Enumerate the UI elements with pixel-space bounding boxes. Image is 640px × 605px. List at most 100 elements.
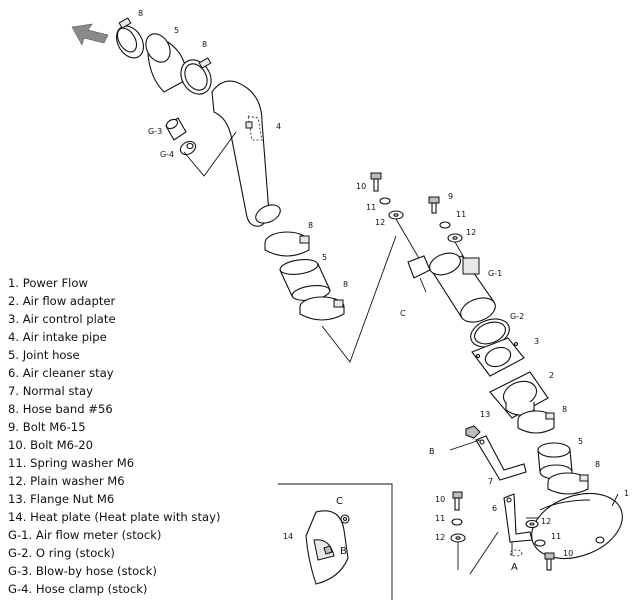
legend-text: Power Flow xyxy=(22,276,88,290)
plain-washer-top-2 xyxy=(447,233,463,243)
legend-item: 6. Air cleaner stay xyxy=(8,364,268,382)
legend-item: G-1. Air flow meter (stock) xyxy=(8,526,268,544)
normal-stay xyxy=(475,435,527,481)
legend-item: 13. Flange Nut M6 xyxy=(8,490,268,508)
callout-c-inset: C xyxy=(336,496,343,507)
legend-text: Heat plate (Heat plate with stay) xyxy=(30,510,221,524)
plain-washer-lower xyxy=(450,533,466,543)
air-flow-adapter xyxy=(489,371,549,419)
legend-number: 5. xyxy=(8,348,20,362)
legend-number: G-2. xyxy=(8,546,33,560)
callout-g3: G-3 xyxy=(148,127,162,136)
legend-number: 3. xyxy=(8,312,20,326)
bolt-m6-20-lower xyxy=(452,491,463,511)
callout-8: 8 xyxy=(562,405,567,414)
spring-washer-lower xyxy=(451,518,463,526)
legend-item: 7. Normal stay xyxy=(8,382,268,400)
legend-text: Bolt M6-15 xyxy=(22,420,86,434)
callout-g1: G-1 xyxy=(488,269,502,278)
joint-hose-top xyxy=(145,33,187,93)
callout-10: 10 xyxy=(563,549,573,558)
callout-11: 11 xyxy=(551,532,561,541)
callout-10: 10 xyxy=(435,495,445,504)
legend-item: 12. Plain washer M6 xyxy=(8,472,268,490)
hose-band-mid-1 xyxy=(264,231,310,257)
legend-item: 4. Air intake pipe xyxy=(8,328,268,346)
legend-item: 3. Air control plate xyxy=(8,310,268,328)
hose-band-mid-2 xyxy=(299,296,345,321)
legend-text: Hose clamp (stock) xyxy=(35,582,148,596)
o-ring-g2 xyxy=(470,318,510,348)
air-flow-meter-g1 xyxy=(407,252,496,323)
bolt-m6-15 xyxy=(428,196,440,214)
legend-text: O ring (stock) xyxy=(35,546,115,560)
plain-washer-right xyxy=(525,519,539,529)
legend-number: 7. xyxy=(8,384,20,398)
legend-text: Normal stay xyxy=(22,384,93,398)
callout-6: 6 xyxy=(492,504,497,513)
power-flow-filter xyxy=(531,492,623,560)
legend-item: 2. Air flow adapter xyxy=(8,292,268,310)
callout-10: 10 xyxy=(356,182,366,191)
legend-text: Air cleaner stay xyxy=(22,366,114,380)
legend-text: Air flow adapter xyxy=(22,294,116,308)
callout-c: C xyxy=(400,309,406,318)
callout-11: 11 xyxy=(456,210,466,219)
parts-legend: 1. Power Flow 2. Air flow adapter 3. Air… xyxy=(8,274,268,598)
legend-number: 8. xyxy=(8,402,20,416)
spring-washer-top-1 xyxy=(379,197,391,205)
callout-g4: G-4 xyxy=(160,150,174,159)
flange-nut xyxy=(465,425,481,439)
legend-text: Flange Nut M6 xyxy=(30,492,115,506)
legend-number: 12. xyxy=(8,474,27,488)
joint-hose-mid xyxy=(279,259,331,301)
legend-number: 10. xyxy=(8,438,27,452)
legend-item: 5. Joint hose xyxy=(8,346,268,364)
legend-number: 11. xyxy=(8,456,27,470)
spring-washer-top-2 xyxy=(439,221,451,229)
callout-11: 11 xyxy=(435,514,445,523)
callout-g2: G-2 xyxy=(510,312,524,321)
legend-item: 11. Spring washer M6 xyxy=(8,454,268,472)
airflow-arrow-icon xyxy=(71,23,109,46)
legend-text: Air control plate xyxy=(22,312,116,326)
legend-number: 9. xyxy=(8,420,20,434)
bolt-m6-20-right xyxy=(544,552,555,571)
plain-washer-top-1 xyxy=(388,210,404,220)
callout-b-inset: B xyxy=(340,546,347,557)
legend-item: 9. Bolt M6-15 xyxy=(8,418,268,436)
legend-text: Plain washer M6 xyxy=(30,474,125,488)
legend-number: 6. xyxy=(8,366,20,380)
callout-11: 11 xyxy=(366,203,376,212)
air-intake-pipe xyxy=(211,80,281,227)
callout-a: A xyxy=(511,562,518,573)
hose-band-top-2 xyxy=(180,57,212,95)
legend-number: 14. xyxy=(8,510,27,524)
callout-9: 9 xyxy=(448,192,453,201)
callout-5: 5 xyxy=(322,253,327,262)
air-cleaner-stay xyxy=(503,493,533,543)
legend-text: Bolt M6-20 xyxy=(30,438,93,452)
legend-number: 4. xyxy=(8,330,20,344)
washer-a xyxy=(509,549,523,557)
legend-item: G-3. Blow-by hose (stock) xyxy=(8,562,268,580)
callout-12: 12 xyxy=(435,533,445,542)
legend-text: Hose band #56 xyxy=(22,402,113,416)
heat-plate-inset xyxy=(278,483,393,600)
callout-12: 12 xyxy=(466,228,476,237)
legend-item: 10. Bolt M6-20 xyxy=(8,436,268,454)
legend-number: 1. xyxy=(8,276,20,290)
callout-2: 2 xyxy=(549,371,554,380)
legend-text: Air intake pipe xyxy=(22,330,107,344)
callout-8: 8 xyxy=(343,280,348,289)
callout-8: 8 xyxy=(595,460,600,469)
callout-8: 8 xyxy=(138,9,143,18)
callout-1: 1 xyxy=(624,489,629,498)
bolt-m6-20-top xyxy=(370,172,382,192)
spring-washer-right xyxy=(534,539,546,547)
legend-item: G-2. O ring (stock) xyxy=(8,544,268,562)
blow-by-hose-g3 xyxy=(165,117,187,141)
legend-number: G-4. xyxy=(8,582,33,596)
hose-band-top-1 xyxy=(116,17,144,59)
